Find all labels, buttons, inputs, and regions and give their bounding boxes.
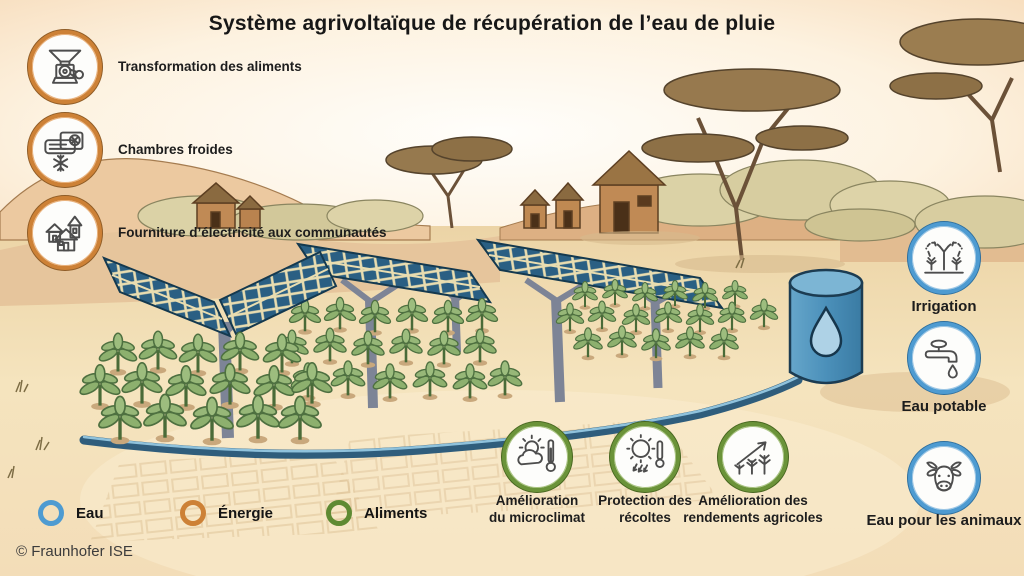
food-processing-icon [28, 30, 102, 104]
benefit-label: Protection des récoltes [598, 493, 692, 525]
grass-tufts [7, 257, 745, 479]
legend-item-food: Aliments [326, 500, 427, 526]
drinking-water-icon [908, 322, 980, 394]
water-tank [788, 268, 1010, 412]
irrigation-icon [908, 222, 980, 294]
benefit-label: Amélioration des rendements agricoles [683, 493, 823, 525]
energy-use-label: Transformation des aliments [118, 59, 302, 74]
livestock-water-icon [908, 442, 980, 514]
cold-room-icon [28, 113, 102, 187]
legend-label: Aliments [364, 504, 428, 522]
water-use-label: Irrigation [911, 298, 977, 315]
food-legend-ring [326, 500, 352, 526]
water-drop-icon [809, 305, 843, 358]
energy-legend-ring [180, 500, 206, 526]
village-huts [190, 149, 700, 245]
energy-use-label: Fourniture d’électricité aux communautés [118, 225, 387, 240]
page-title: Système agrivoltaïque de récupération de… [208, 12, 776, 35]
crop-yield-icon [718, 422, 788, 492]
legend-label: Énergie [218, 504, 274, 522]
community-electricity-icon [28, 196, 102, 270]
energy-use-label: Chambres froides [118, 142, 233, 157]
agrivoltaic-structure-middle [295, 242, 493, 409]
water-legend-ring [38, 500, 64, 526]
legend-label: Eau [76, 504, 104, 522]
legend-item-water: Eau [38, 500, 104, 526]
benefit-label: Amélioration du microclimat [488, 493, 586, 525]
crop-protection-icon [610, 422, 680, 492]
acacia-trees [385, 18, 1024, 273]
water-use-label: Eau potable [901, 398, 987, 415]
microclimate-icon [502, 422, 572, 492]
water-use-label: Eau pour les animaux [866, 512, 1022, 529]
copyright: © Fraunhofer ISE [16, 543, 133, 560]
legend-item-energy: Énergie [180, 500, 273, 526]
